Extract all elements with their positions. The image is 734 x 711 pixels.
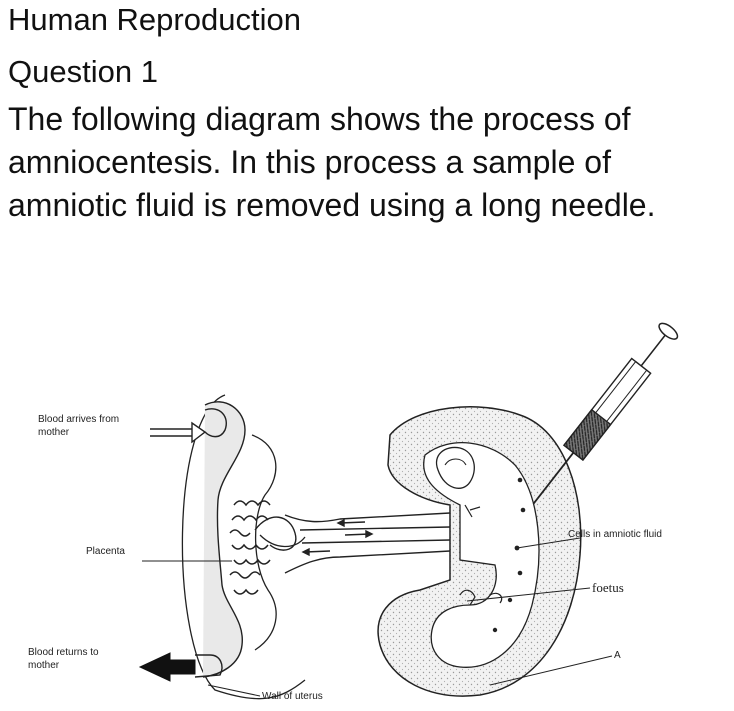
umbilical-cord (284, 512, 451, 574)
blood-arrives-arrow (150, 408, 227, 444)
label-foetus: foetus (592, 580, 624, 595)
label-blood-returns: Blood returns to (28, 647, 99, 658)
label-wall-of-uterus: Wall of uterus (262, 691, 323, 702)
amniocentesis-diagram: Blood arrives from mother Placenta Blood… (20, 305, 720, 705)
placental-villi (229, 500, 271, 595)
document-title: Human Reproduction (8, 2, 301, 37)
label-blood-arrives-2: mother (38, 427, 70, 438)
question-text: Human Reproduction Question 1 The follow… (8, 0, 732, 227)
label-blood-arrives: Blood arrives from (38, 414, 119, 425)
foetus-leader (466, 587, 591, 602)
uterus-wall (181, 394, 306, 700)
label-cells-in-fluid: Cells in amniotic fluid (568, 529, 662, 540)
label-placenta: Placenta (86, 546, 125, 557)
paragraph-line-3: amniotic fluid is removed using a long n… (8, 187, 656, 223)
diagram-svg: Blood arrives from mother Placenta Blood… (28, 322, 679, 702)
syringe (532, 322, 679, 505)
paragraph-line-1: The following diagram shows the process … (8, 101, 631, 137)
question-paragraph: The following diagram shows the process … (8, 98, 730, 227)
paragraph-line-2: amniocentesis. In this process a sample … (8, 144, 611, 180)
a-leader (489, 655, 613, 686)
question-number: Question 1 (8, 54, 158, 89)
cells-leader (516, 537, 581, 549)
blood-returns-arrow (138, 652, 223, 682)
label-blood-returns-2: mother (28, 660, 60, 671)
placenta-body (202, 401, 246, 678)
inner-cavity (423, 442, 540, 668)
wall-leader (207, 684, 261, 697)
foetus-head (435, 446, 475, 489)
label-a: A (614, 650, 621, 661)
